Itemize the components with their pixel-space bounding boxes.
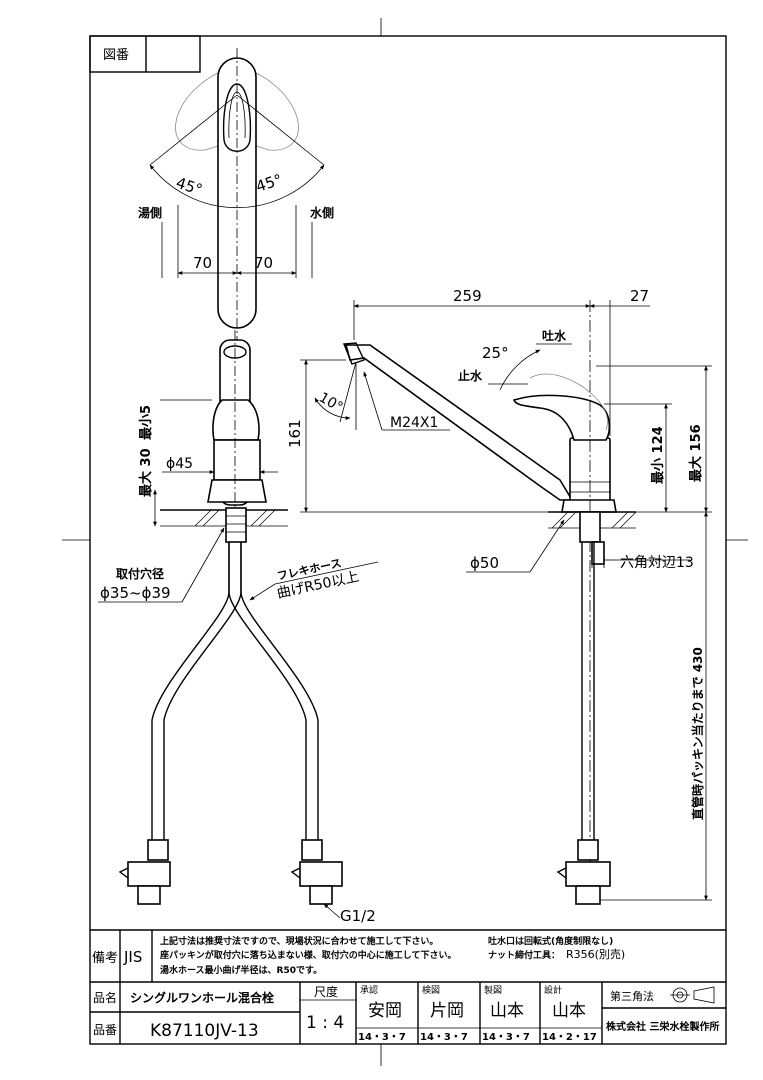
standard-label: JIS [123,948,142,966]
cold-side-label: 水側 [310,205,334,220]
design-label: 設計 [544,984,562,996]
side-valve [556,839,611,905]
hole-value: ϕ35~ϕ39 [100,584,171,602]
draft-label: 製図 [484,984,502,996]
hot-side-label: 湯側 [138,205,162,220]
thread-label: G1/2 [340,907,376,925]
product-no-label: 品番 [93,1023,117,1037]
remarks-label: 備考 [92,950,118,966]
angle-left-label: 45° [174,174,205,199]
product-no: K87110JV-13 [150,1021,259,1041]
draft-date: 14・3・7 [482,1032,530,1043]
side-view: 259 27 25° 吐水 止水 10° M24X1 161 最小 124 最大… [286,287,712,905]
spout-label: 吐水 [542,328,567,343]
approval-name: 安岡 [368,1001,402,1021]
draft-name: 山本 [490,1001,524,1021]
spout-note: 吐水口は回転式(角度制限なし) [488,935,613,947]
stop-label: 止水 [458,368,483,383]
hole-label: 取付穴径 [116,566,164,581]
dim-27: 27 [630,287,649,305]
front-view: 最大 30 最小5 ϕ45 取付穴径 ϕ35~ϕ39 フレキホース 曲げR50以 [98,330,379,925]
angle-right-label: 45° [254,170,285,195]
approval-date: 14・3・7 [358,1032,406,1043]
nut-tool-label: ナット締付工具： [488,949,560,961]
dim-161: 161 [286,419,304,448]
note-1: 上記寸法は推奨寸法ですので、現場状況に合わせて施工して下さい。 [160,935,438,947]
note-3: 湯水ホース最小曲げ半径は、R50です。 [160,964,322,976]
nut-tool-value: R356(別売) [566,948,625,961]
dim-259: 259 [453,287,482,305]
third-angle-projection-icon [670,986,715,1004]
thread-m24: M24X1 [390,415,438,431]
scale-value: 1 : 4 [306,1013,344,1033]
design-name: 山本 [552,1001,586,1021]
min-5-label: 最小5 [139,405,154,440]
dim-70-left: 70 [193,254,212,272]
dim-70-right: 70 [254,254,273,272]
projection-label: 第三角法 [610,989,654,1003]
top-view: 45° 45° 湯側 水側 70 70 [138,48,334,340]
drawing-number-label: 図番 [103,48,129,63]
inspect-name: 片岡 [430,1001,464,1021]
angle-10: 10° [316,390,346,416]
hot-valve [118,839,171,905]
product-name-label: 品名 [93,990,117,1005]
approval-label: 承認 [360,984,378,996]
company-name: 株式会社 三栄水栓製作所 [606,1020,719,1033]
hex-label: 六角対辺13 [620,555,694,571]
note-2: 座パッキンが取付穴に落ち込まない様、取付穴の中心に施工して下さい。 [159,949,456,961]
pipe-length: 直管時パッキン当たりまで 430 [690,647,705,820]
scale-label: 尺度 [314,984,338,999]
inspect-label: 検図 [422,984,440,996]
max-30-label: 最大 30 [138,448,154,497]
dia-45-label: ϕ45 [166,456,193,472]
drawing-number-box: 図番 [89,35,201,73]
product-name: シングルワンホール混合栓 [130,990,274,1005]
max-156: 最大 156 [688,424,704,482]
design-date: 14・2・17 [542,1032,597,1043]
cold-valve [290,839,343,905]
min-124: 最小 124 [651,426,666,484]
dia-50: ϕ50 [470,554,499,572]
angle-25: 25° [482,344,509,362]
title-block: 備考 JIS 上記寸法は推奨寸法ですので、現場状況に合わせて施工して下さい。 座… [90,929,726,1044]
inspect-date: 14・3・7 [420,1032,468,1043]
